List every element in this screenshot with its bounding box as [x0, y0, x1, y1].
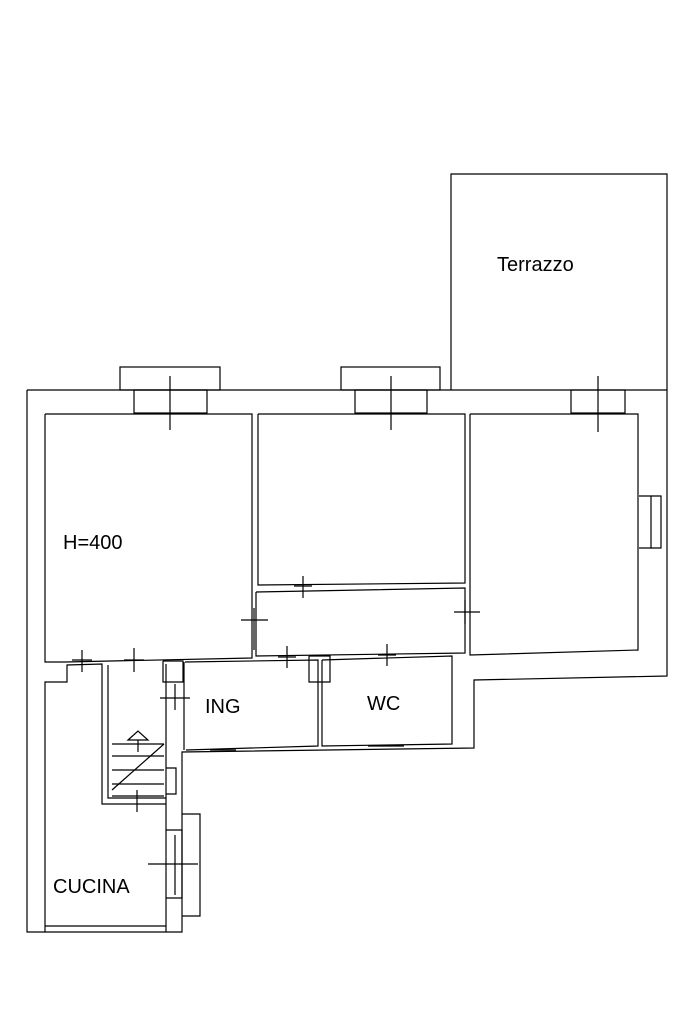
thresholds [210, 745, 404, 751]
staircase [111, 730, 165, 797]
room-label-ing: ING [205, 696, 241, 718]
room-label-wc: WC [367, 693, 401, 715]
room-label-cucina: CUCINA [53, 876, 130, 898]
inner-wall [44, 413, 662, 663]
room-label-height: H=400 [63, 532, 123, 554]
kitchen-window [165, 767, 201, 926]
cross-marks [72, 376, 599, 895]
outer-wall [26, 389, 668, 933]
room-label-terrazzo: Terrazzo [497, 254, 574, 276]
terrace-area [450, 173, 668, 390]
